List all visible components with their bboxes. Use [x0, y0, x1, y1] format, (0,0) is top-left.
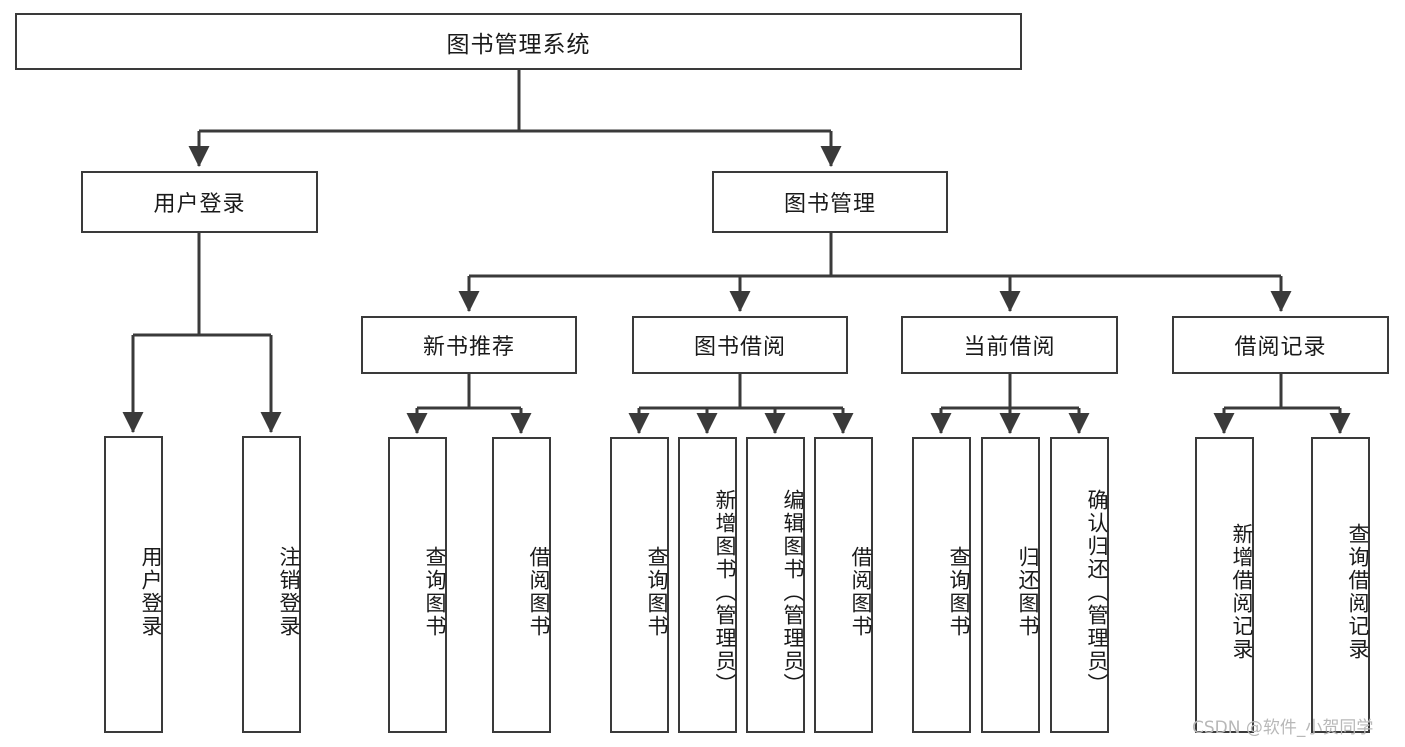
leaf-user-login[interactable]: 用户登录 [104, 436, 163, 733]
watermark-text: CSDN @软件_小贺同学 [1192, 718, 1374, 738]
node-new-book-recommend[interactable]: 新书推荐 [361, 316, 577, 374]
leaf-add-borrow-record[interactable]: 新增借阅记录 [1195, 437, 1254, 733]
leaf-borrow-book-new[interactable]: 借阅图书 [492, 437, 551, 733]
leaf-borrow-book[interactable]: 借阅图书 [814, 437, 873, 733]
node-borrow-record[interactable]: 借阅记录 [1172, 316, 1389, 374]
node-root[interactable]: 图书管理系统 [15, 13, 1022, 70]
leaf-add-book-admin[interactable]: 新增图书（管理员） [678, 437, 737, 733]
node-book-borrow[interactable]: 图书借阅 [632, 316, 848, 374]
leaf-edit-book-admin[interactable]: 编辑图书（管理员） [746, 437, 805, 733]
leaf-return-book[interactable]: 归还图书 [981, 437, 1040, 733]
leaf-logout[interactable]: 注销登录 [242, 436, 301, 733]
node-user-login[interactable]: 用户登录 [81, 171, 318, 233]
leaf-query-book-new[interactable]: 查询图书 [388, 437, 447, 733]
leaf-confirm-return-admin[interactable]: 确认归还（管理员） [1050, 437, 1109, 733]
node-book-management[interactable]: 图书管理 [712, 171, 948, 233]
leaf-query-borrow-record[interactable]: 查询借阅记录 [1311, 437, 1370, 733]
leaf-query-book-borrow[interactable]: 查询图书 [610, 437, 669, 733]
node-current-borrow[interactable]: 当前借阅 [901, 316, 1118, 374]
leaf-query-book-current[interactable]: 查询图书 [912, 437, 971, 733]
